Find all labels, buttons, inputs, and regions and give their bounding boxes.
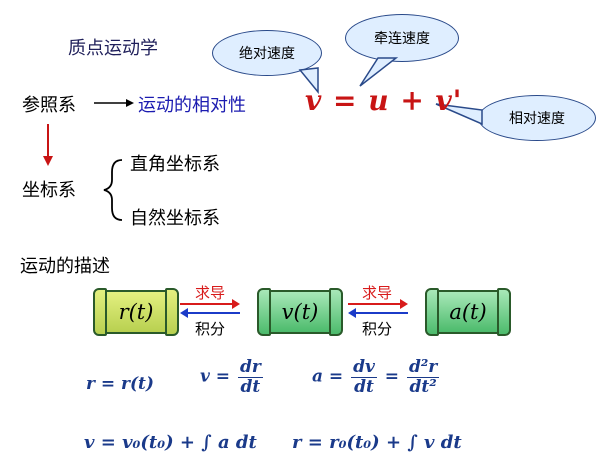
bubble-relative-speed: 相对速度 (478, 95, 596, 141)
bubble-convected-speed: 牵连速度 (345, 14, 459, 62)
derive-label-2: 求导 (362, 284, 393, 302)
bubble-absolute-speed: 绝对速度 (212, 30, 322, 76)
card-acceleration-label: a(t) (449, 300, 487, 324)
card-velocity-label: v(t) (281, 300, 319, 324)
derive-label-1: 求导 (195, 284, 226, 302)
velocity-denominator: dt (240, 376, 261, 397)
position-definition: r = r(t) (86, 374, 154, 394)
velocity-integral: v = v₀(t₀) + ∫ a dt (84, 432, 257, 453)
acceleration-definition: a = dv dt = d²r dt² (312, 357, 440, 397)
card-velocity: v(t) (257, 288, 343, 336)
accel-numerator-2: d²r (406, 357, 440, 378)
card-acceleration: a(t) (425, 288, 511, 336)
accel-denominator-2: dt² (409, 376, 437, 397)
integrate-label-2: 积分 (362, 320, 393, 338)
ref-frame-label: 参照系 (22, 95, 76, 116)
velocity-addition-formula: v = u + v' (305, 84, 462, 117)
integrate-label-1: 积分 (195, 320, 226, 338)
relativity-text: 运动的相对性 (138, 95, 246, 116)
accel-denominator-1: dt (354, 376, 374, 397)
position-integral: r = r₀(t₀) + ∫ v dt (292, 432, 462, 453)
motion-description-heading: 运动的描述 (20, 256, 110, 277)
card-position-label: r(t) (118, 300, 154, 324)
coord-system-label: 坐标系 (22, 180, 76, 201)
velocity-definition: v = dr dt (200, 357, 263, 397)
velocity-numerator: dr (237, 357, 263, 378)
page-title: 质点运动学 (68, 38, 158, 59)
card-position: r(t) (93, 288, 179, 336)
accel-numerator-1: dv (351, 357, 377, 378)
natural-coord: 自然坐标系 (130, 208, 220, 229)
formula-text: v = u + v' (305, 84, 463, 117)
cartesian-coord: 直角坐标系 (130, 154, 220, 175)
